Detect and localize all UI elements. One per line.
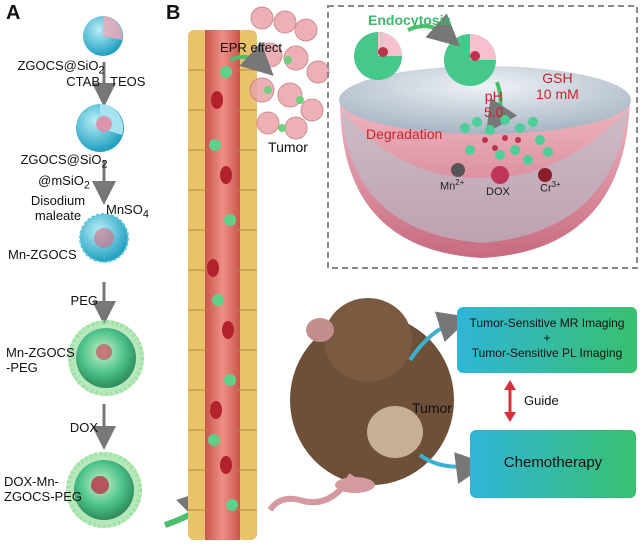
zgocs-sio2-particle [83,16,123,56]
tumor-cluster [249,6,330,140]
mn-zgocs-particle [79,213,129,263]
mouse-tumor-region [367,406,423,458]
imaging-box-text: Tumor-Sensitive MR Imaging+Tumor-Sensiti… [469,316,625,360]
zgocs-msio2-particle [76,104,124,152]
degradation-arrow [486,81,518,134]
epr-arrow [229,42,274,76]
chemotherapy-label: Chemotherapy [503,454,603,471]
step-mn-zgocs: Mn-ZGOCS [8,247,77,262]
dox-molecule [491,166,509,184]
vessel-tumor-label: Tumor [268,139,308,155]
endocytosis-particles [354,32,496,86]
chemotherapy-box [470,430,636,498]
cell-inset-frame [327,5,638,269]
step-zgocs-sio2: ZGOCS@SiO2 [17,58,105,77]
arrow1-label-teos: TEOS [110,74,146,89]
arrow1-label-ctab: CTAB [66,74,100,89]
mn-zgocs-peg-particle [68,320,144,396]
panel-label-a: A [6,2,21,24]
degraded-fragments [460,115,553,165]
epr-effect-label: EPR effect [220,40,282,55]
mn-ion-label: Mn2+ [440,178,465,193]
endocytosis-arrow [407,13,460,47]
arrow4-label-dox: DOX [69,420,98,435]
step-dox-mn-zgocs-peg: DOX-Mn-ZGOCS-PEG [4,474,83,504]
mouse-tail [267,473,355,512]
cr-ion-label: Cr3+ [540,180,561,195]
imaging-box [457,307,637,373]
step-zgocs-sio2-msio2: ZGOCS@SiO2 @mSiO2 [20,152,108,192]
mouse-to-imaging-arrow [408,311,471,362]
mn-ion [451,163,465,177]
cell-bowl [339,66,631,258]
cr-ion [538,168,552,182]
arrow2-label-mnso4: MnSO4 [106,202,149,221]
endocytosis-label: Endocytosis [368,12,452,28]
mouse-tumor-label: Tumor [412,400,452,416]
degradation-label: Degradation [366,126,443,142]
dox-mn-zgocs-peg-particle [66,452,142,528]
arrow3-label-peg: PEG [70,293,98,308]
dox-label: DOX [486,186,510,198]
step-mn-zgocs-peg: Mn-ZGOCS-PEG [6,345,75,375]
mouse-to-chemo-arrow [418,452,488,484]
blood-vessel [188,30,257,540]
guide-label: Guide [524,393,559,408]
panel-label-b: B [166,2,181,24]
